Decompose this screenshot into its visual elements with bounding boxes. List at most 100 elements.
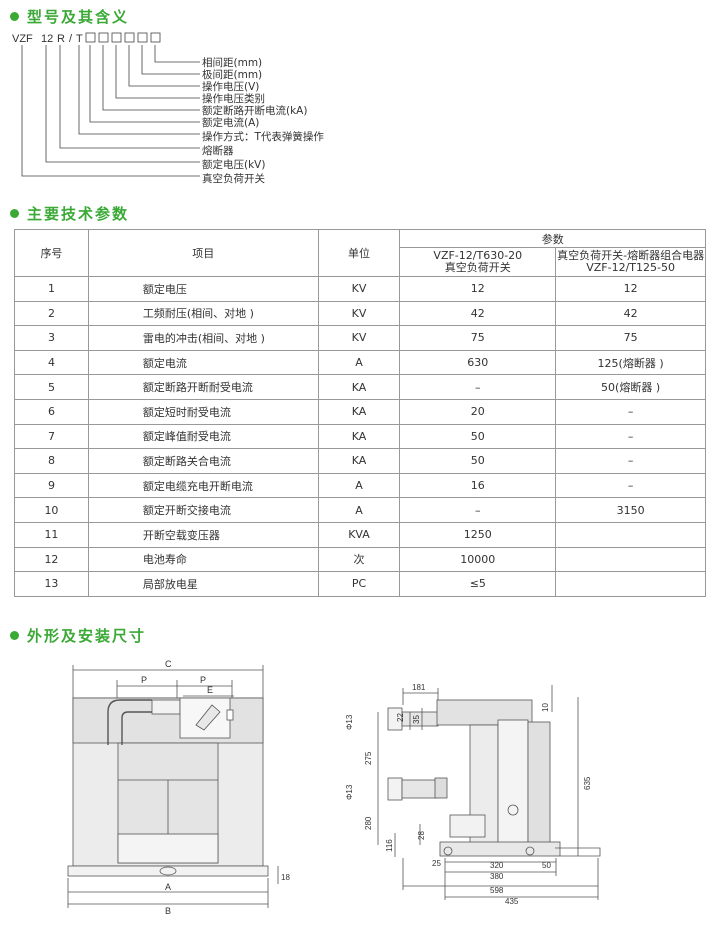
front-view-labels: C P P E A B 18 [141, 659, 290, 916]
section-specs: 主要技术参数 [10, 203, 129, 224]
cell-no: 1 [14, 276, 89, 302]
cell-v2 [555, 521, 706, 548]
cell-unit: KA [317, 398, 401, 425]
cell-v2: – [555, 398, 706, 425]
section-dims: 外形及安装尺寸 [10, 625, 146, 646]
dim-598: 598 [490, 886, 504, 895]
cell-item: 局部放电星 [87, 571, 319, 597]
dim-phi-top: Φ13 [345, 714, 354, 730]
dim-380: 380 [490, 872, 504, 881]
cell-no: 6 [14, 398, 89, 425]
cell-no: 3 [14, 325, 89, 351]
dim-280: 280 [364, 816, 373, 830]
cell-v1: – [399, 374, 557, 400]
dim-b: B [165, 906, 171, 916]
dim-p1: P [141, 675, 147, 685]
dim-635: 635 [583, 776, 592, 790]
dim-c: C [165, 659, 172, 669]
cell-unit: KA [317, 448, 401, 474]
meaning-breaking-current: 额定断路开断电流(kA) [202, 104, 307, 117]
cell-v1: 20 [399, 398, 557, 425]
cell-unit: A [317, 472, 401, 499]
dim-25: 25 [432, 859, 441, 868]
cell-v2: 3150 [555, 497, 706, 523]
meaning-load-switch: 真空负荷开关 [202, 172, 265, 185]
cell-v2: 50(熔断器 ) [555, 374, 706, 400]
cell-no: 5 [14, 374, 89, 400]
bullet-icon [10, 631, 19, 640]
header-col1-line2: 真空负荷开关 [444, 261, 511, 274]
cell-v2: 125(熔断器 ) [555, 349, 706, 376]
dim-p2: P [200, 675, 206, 685]
cell-unit: PC [317, 571, 401, 597]
dim-50: 50 [542, 861, 551, 870]
dim-35: 35 [412, 715, 421, 724]
cell-no: 12 [14, 546, 89, 573]
section-title-dims: 外形及安装尺寸 [27, 627, 147, 645]
model-code-diagram: VZF 12 R / T 相间距(mm) 极间距(mm) 操作电压(V) 操作电… [12, 32, 324, 185]
dim-320: 320 [490, 861, 504, 870]
dim-22: 22 [396, 713, 405, 722]
cell-unit: KV [317, 325, 401, 351]
cell-item: 额定短时耐受电流 [87, 398, 319, 425]
cell-unit: KV [317, 300, 401, 327]
cell-item: 额定峰值耐受电流 [87, 423, 319, 450]
cell-unit: KV [317, 276, 401, 302]
cell-item: 开断空载变压器 [87, 521, 319, 548]
cell-unit: KA [317, 374, 401, 400]
section-title-specs: 主要技术参数 [27, 205, 130, 223]
cell-v1: 16 [399, 472, 557, 499]
cell-item: 雷电的冲击(相间、对地 ) [87, 325, 319, 351]
section-title-model: 型号及其含义 [27, 8, 130, 26]
cell-item: 工频耐压(相间、对地 ) [87, 300, 319, 327]
cell-v1: 630 [399, 349, 557, 376]
cell-v2: – [555, 423, 706, 450]
side-view [377, 685, 601, 900]
meaning-operating-voltage: 操作电压(V) [202, 80, 259, 93]
cell-v1: 12 [399, 276, 557, 302]
cell-unit: A [317, 497, 401, 523]
dimension-drawings: C P P E A B 18 [67, 659, 601, 916]
cell-v2: – [555, 472, 706, 499]
meaning-operation-mode: 操作方式：T代表弹簧操作 [202, 130, 324, 143]
meaning-pole-distance: 极间距(mm) [202, 68, 262, 81]
header-no: 序号 [14, 229, 89, 277]
dim-435: 435 [505, 897, 519, 906]
cell-v2: – [555, 448, 706, 474]
code-vzf: VZF [12, 33, 33, 45]
leader-lines [21, 45, 200, 177]
cell-no: 11 [14, 521, 89, 548]
cell-v2: 42 [555, 300, 706, 327]
cell-unit: 次 [317, 546, 401, 573]
code-r: R [57, 33, 65, 45]
cell-no: 7 [14, 423, 89, 450]
cell-no: 4 [14, 349, 89, 376]
cell-item: 电池寿命 [87, 546, 319, 573]
code-slash: / [69, 33, 73, 45]
header-params: 参数 [399, 229, 706, 248]
cell-unit: KVA [317, 521, 401, 548]
header-col2-line2: VZF-12/T125-50 [586, 261, 675, 274]
cell-v2 [555, 571, 706, 597]
cell-v1: – [399, 497, 557, 523]
cell-v1: 75 [399, 325, 557, 351]
cell-no: 2 [14, 300, 89, 327]
cell-v1: ≤5 [399, 571, 557, 597]
cell-item: 额定电流 [87, 349, 319, 376]
dim-275: 275 [364, 751, 373, 765]
dim-181: 181 [412, 683, 426, 692]
front-view [67, 665, 279, 908]
cell-v2 [555, 546, 706, 573]
code-t: T [76, 33, 83, 45]
cell-item: 额定断路开断耐受电流 [87, 374, 319, 400]
